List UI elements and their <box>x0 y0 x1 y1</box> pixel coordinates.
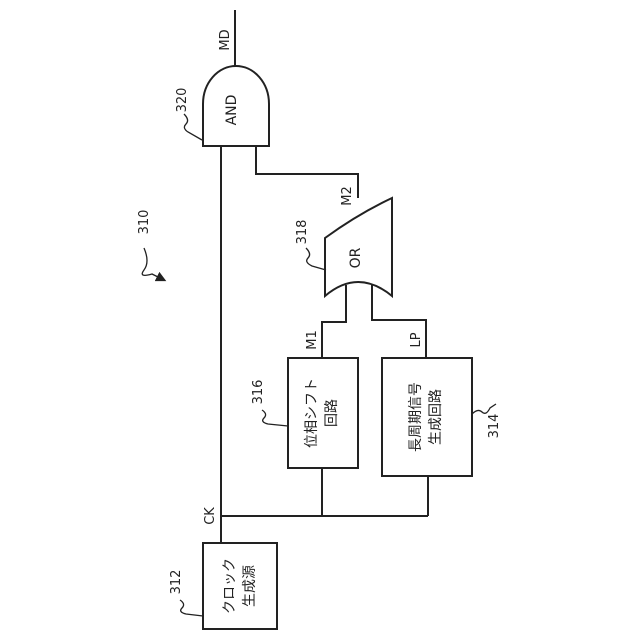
and-gate: AND <box>203 66 269 146</box>
phase-shift-line2: 回路 <box>324 399 340 427</box>
ref-316-leader <box>262 410 288 426</box>
clock-source-block: クロック 生成源 <box>203 543 277 629</box>
phase-shift-line1: 位相シフト <box>304 378 320 448</box>
signal-md-label: MD <box>218 29 233 50</box>
ref-318-leader <box>306 248 326 270</box>
or-gate: OR <box>325 198 392 296</box>
signal-ck-label: CK <box>203 507 218 525</box>
or-gate-label: OR <box>348 247 364 268</box>
long-period-line2: 生成回路 <box>428 389 444 445</box>
ref-320-label: 320 <box>175 88 190 113</box>
ref-318-label: 318 <box>295 220 310 245</box>
ref-312-label: 312 <box>169 570 184 595</box>
clock-source-line2: 生成源 <box>242 565 258 607</box>
ref-310-label: 310 <box>137 210 152 235</box>
long-period-line1: 長周期信号 <box>408 382 424 452</box>
and-gate-label: AND <box>224 95 240 126</box>
ref-320-leader <box>184 114 202 140</box>
signal-lp-label: LP <box>409 332 424 347</box>
signal-m2-label: M2 <box>340 186 355 206</box>
ref-314-leader <box>472 404 496 414</box>
ref-316-label: 316 <box>251 380 266 405</box>
clock-source-line1: クロック <box>222 558 238 614</box>
ref-310-leader <box>142 248 164 280</box>
long-period-block: 長周期信号 生成回路 <box>382 358 472 476</box>
signal-m1-label: M1 <box>305 330 320 350</box>
phase-shift-block: 位相シフト 回路 <box>288 358 358 468</box>
ref-314-label: 314 <box>487 414 502 439</box>
ref-312-leader <box>180 600 203 616</box>
